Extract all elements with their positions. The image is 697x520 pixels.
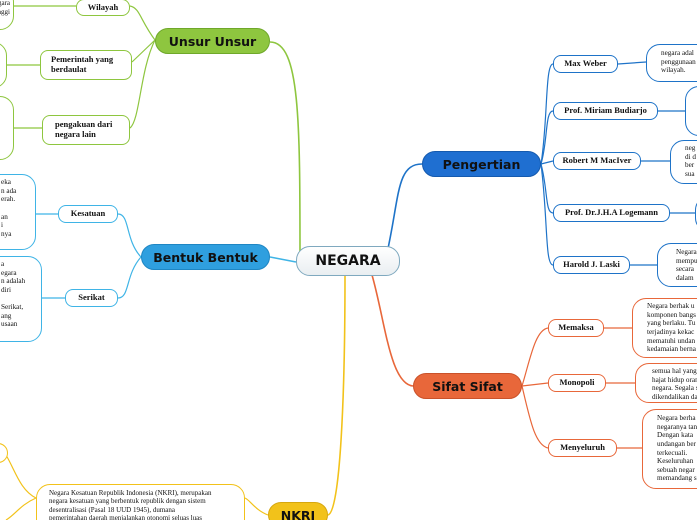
subtopic-robert-maciver[interactable]: Robert M MacIver [553, 152, 641, 170]
subtopic-menyeluruh[interactable]: Menyeluruh [548, 439, 617, 457]
note-max-weber: negara adal penggunaan wilayah. [646, 44, 697, 82]
subtopic-harold-laski[interactable]: Harold J. Laski [553, 256, 630, 274]
subtopic-max-weber[interactable]: Max Weber [553, 55, 618, 73]
topic-unsur-unsur[interactable]: Unsur Unsur [155, 28, 270, 54]
note-serikat: a egara n adalah diri Serikat, ang usaan [0, 256, 42, 342]
subtopic-kesatuan[interactable]: Kesatuan [58, 205, 118, 223]
subtopic-wilayah[interactable]: Wilayah [76, 0, 130, 16]
note-memaksa: Negara berhak u komponen bangs yang berl… [632, 298, 697, 358]
topic-nkri[interactable]: NKRI [268, 502, 328, 520]
subtopic-logemann[interactable]: Prof. Dr.J.H.A Logemann [553, 204, 670, 222]
central-topic[interactable]: NEGARA [296, 246, 400, 276]
note-robert-maciver: neg di d ber sua [670, 140, 697, 184]
subtopic-pemerintah-berdaulat[interactable]: Pemerintah yang berdaulat [40, 50, 132, 80]
topic-pengertian[interactable]: Pengertian [422, 151, 541, 177]
note-menyeluruh: Negara berha negaranya tan Dengan kata u… [642, 409, 697, 489]
note-harold-laski: Negara mempu secara dalam [657, 243, 697, 287]
note-pengakuan [0, 96, 14, 160]
subtopic-pengakuan[interactable]: pengakuan dari negara lain [42, 115, 130, 145]
note-nkri: Negara Kesatuan Republik Indonesia (NKRI… [36, 484, 245, 520]
note-kesatuan: eka n ada erah. an i nya [0, 174, 36, 250]
subtopic-monopoli[interactable]: Monopoli [548, 374, 606, 392]
subtopic-memaksa[interactable]: Memaksa [548, 319, 604, 337]
subtopic-miriam-budiarjo[interactable]: Prof. Miriam Budiarjo [553, 102, 658, 120]
topic-bentuk-bentuk[interactable]: Bentuk Bentuk [141, 244, 270, 270]
subtopic-serikat[interactable]: Serikat [65, 289, 118, 307]
topic-sifat-sifat[interactable]: Sifat Sifat [413, 373, 522, 399]
note-miriam-budiarjo [685, 86, 697, 136]
